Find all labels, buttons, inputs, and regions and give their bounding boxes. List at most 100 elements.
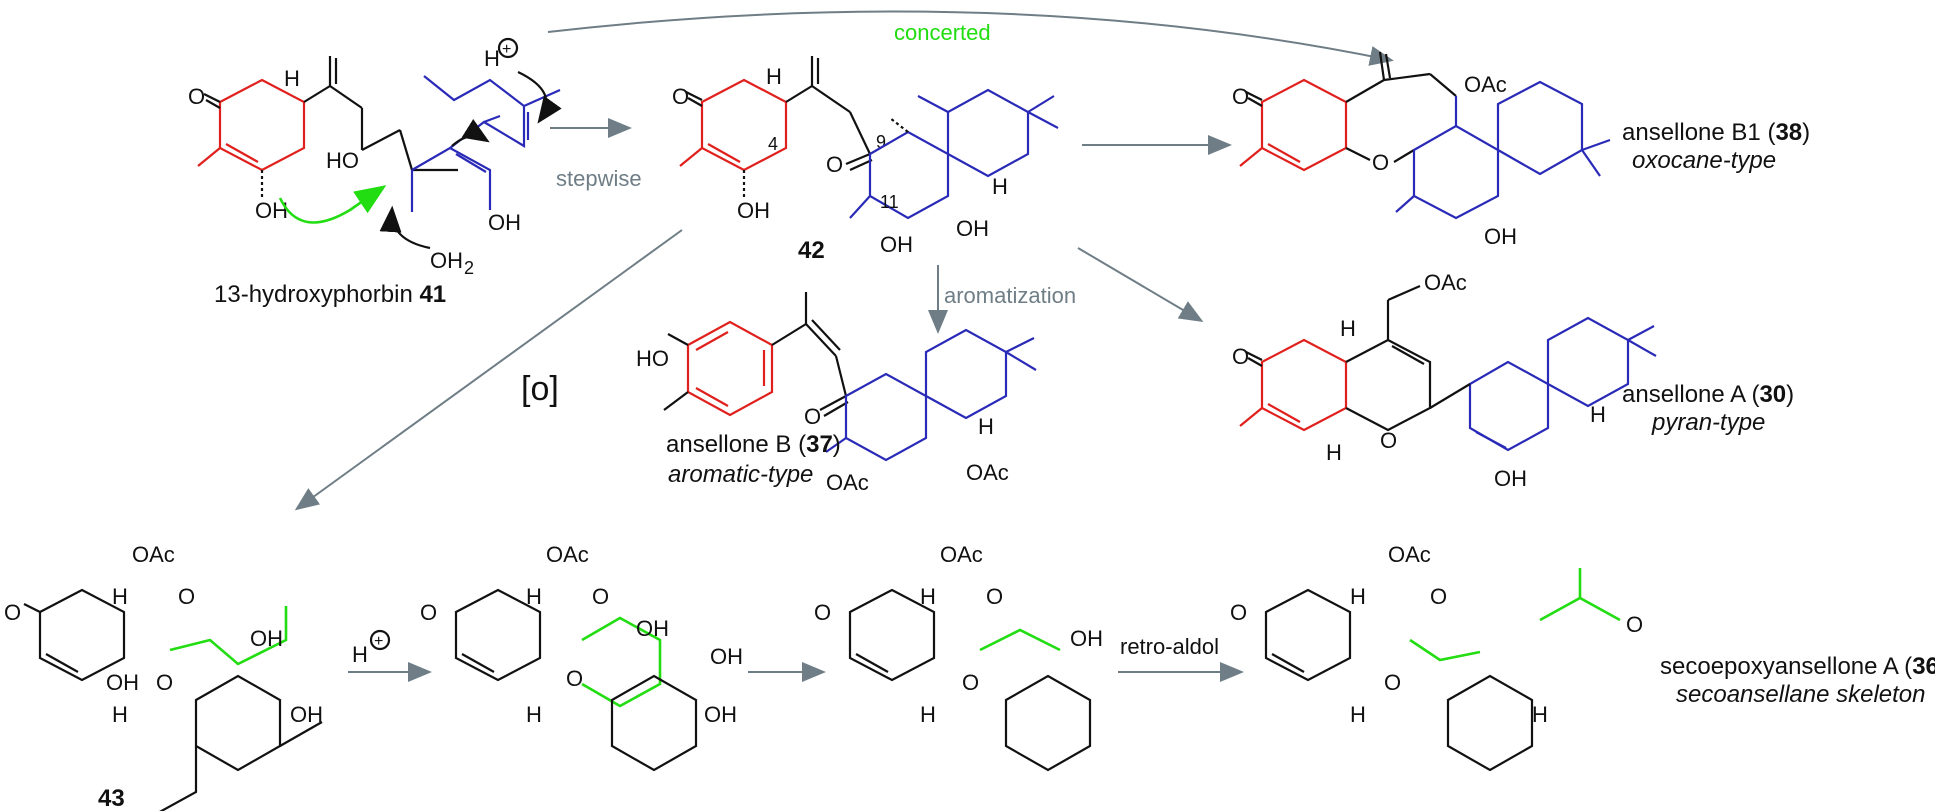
compound-36-label: secoepoxyansellone A (36) secoansellane …	[1660, 653, 1935, 708]
reaction-arrows	[294, 10, 1394, 682]
compound-43-structure: O OAc O H OH H O OH OH	[4, 542, 323, 811]
svg-text:O: O	[1372, 150, 1389, 175]
svg-text:O: O	[826, 152, 843, 177]
svg-text:O: O	[672, 84, 689, 109]
svg-text:H: H	[1350, 702, 1366, 727]
svg-text:O: O	[566, 666, 583, 691]
svg-text:OH: OH	[430, 248, 463, 273]
svg-text:O: O	[1232, 344, 1249, 369]
svg-text:H: H	[766, 64, 782, 89]
svg-text:H: H	[112, 584, 128, 609]
svg-text:OAc: OAc	[132, 542, 175, 567]
svg-text:O: O	[188, 84, 205, 109]
svg-text:H: H	[1590, 402, 1606, 427]
svg-text:O: O	[962, 670, 979, 695]
oxidation-arrow	[294, 229, 683, 511]
svg-text:pyran-type: pyran-type	[1651, 409, 1765, 436]
svg-text:OH: OH	[488, 210, 521, 235]
intermediate-1-structure: O OAc O H H O OH OH OH	[420, 542, 743, 772]
svg-text:H: H	[1326, 440, 1342, 465]
svg-text:O: O	[804, 404, 821, 429]
svg-text:OH: OH	[106, 670, 139, 695]
svg-text:O: O	[1626, 612, 1643, 637]
svg-text:OH: OH	[290, 702, 323, 727]
svg-text:secoansellane skeleton: secoansellane skeleton	[1676, 681, 1926, 708]
svg-text:ansellone B1 (38): ansellone B1 (38)	[1622, 119, 1810, 146]
svg-text:O: O	[4, 600, 21, 625]
svg-text:H: H	[112, 702, 128, 727]
concerted-arrow	[547, 10, 1394, 66]
svg-text:oxocane-type: oxocane-type	[1632, 147, 1776, 174]
compound-30-structure: O H OAc O H OH H	[1232, 270, 1657, 491]
svg-text:secoepoxyansellone A (36): secoepoxyansellone A (36)	[1660, 653, 1935, 680]
compound-41-label: 13-hydroxyphorbin 41	[214, 281, 446, 308]
svg-text:H: H	[1350, 584, 1366, 609]
compound-42-structure: O H 4 O 9 OH 11 OH OH H	[672, 56, 1059, 257]
svg-text:OH: OH	[636, 616, 669, 641]
svg-text:O: O	[1430, 584, 1447, 609]
retro-aldol-label: retro-aldol	[1120, 634, 1219, 659]
svg-text:H: H	[526, 702, 542, 727]
oxidation-label: [o]	[521, 370, 559, 408]
svg-text:HO: HO	[326, 148, 359, 173]
svg-text:OH: OH	[1070, 626, 1103, 651]
svg-text:O: O	[814, 600, 831, 625]
svg-text:OH: OH	[710, 644, 743, 669]
svg-text:OH: OH	[1484, 224, 1517, 249]
svg-text:O: O	[592, 584, 609, 609]
svg-text:H: H	[1532, 702, 1548, 727]
svg-text:4: 4	[768, 134, 778, 154]
svg-text:13-hydroxyphorbin 41: 13-hydroxyphorbin 41	[214, 281, 446, 308]
svg-text:OAc: OAc	[966, 460, 1009, 485]
svg-text:OH: OH	[704, 702, 737, 727]
svg-text:H: H	[920, 702, 936, 727]
protonation-label: H +	[352, 629, 391, 667]
svg-text:OAc: OAc	[1464, 72, 1507, 97]
svg-text:11: 11	[880, 192, 899, 212]
svg-text:H: H	[352, 642, 368, 667]
compound-38-label: ansellone B1 (38) oxocane-type	[1622, 119, 1810, 174]
svg-text:+: +	[502, 41, 511, 58]
svg-text:OAc: OAc	[1424, 270, 1467, 295]
svg-text:H: H	[978, 414, 994, 439]
svg-text:9: 9	[876, 132, 886, 152]
svg-text:H: H	[1340, 316, 1356, 341]
arrow-42-to-30	[1077, 247, 1204, 323]
svg-text:OAc: OAc	[826, 470, 869, 495]
svg-text:OH: OH	[1494, 466, 1527, 491]
compound-41-structure: O H HO OH OH OH 2 H +	[188, 37, 562, 278]
svg-text:OAc: OAc	[546, 542, 589, 567]
svg-text:OH: OH	[737, 198, 770, 223]
svg-text:H: H	[484, 46, 500, 71]
svg-text:O: O	[1232, 84, 1249, 109]
svg-text:+: +	[374, 633, 383, 650]
svg-text:H: H	[920, 584, 936, 609]
svg-text:ansellone A (30): ansellone A (30)	[1622, 381, 1794, 408]
svg-text:H: H	[526, 584, 542, 609]
svg-text:2: 2	[464, 258, 474, 278]
svg-text:aromatic-type: aromatic-type	[668, 461, 813, 488]
compound-37-structure: HO O OAc OAc H	[636, 292, 1037, 495]
svg-text:O: O	[420, 600, 437, 625]
compound-38-structure: O OAc O OH	[1232, 51, 1611, 249]
svg-text:OAc: OAc	[940, 542, 983, 567]
aromatization-label: aromatization	[944, 283, 1076, 308]
svg-text:O: O	[1230, 600, 1247, 625]
svg-text:ansellone B (37): ansellone B (37)	[666, 431, 841, 458]
compound-30-label: ansellone A (30) pyran-type	[1622, 381, 1794, 436]
svg-text:OAc: OAc	[1388, 542, 1431, 567]
svg-text:O: O	[156, 670, 173, 695]
svg-text:O: O	[178, 584, 195, 609]
svg-text:OH: OH	[250, 626, 283, 651]
compound-43-number: 43	[98, 785, 125, 811]
svg-text:O: O	[986, 584, 1003, 609]
compound-42-number: 42	[798, 237, 825, 264]
compound-37-label: ansellone B (37) aromatic-type	[666, 431, 841, 488]
svg-text:HO: HO	[636, 346, 669, 371]
svg-text:O: O	[1380, 428, 1397, 453]
svg-text:O: O	[1384, 670, 1401, 695]
svg-text:OH: OH	[956, 216, 989, 241]
stepwise-label: stepwise	[556, 166, 642, 191]
intermediate-2-structure: O OAc O H H O OH	[814, 542, 1103, 772]
